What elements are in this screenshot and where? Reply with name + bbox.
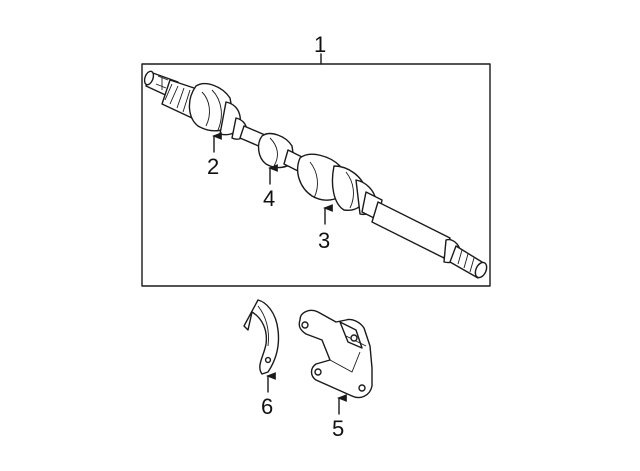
callout-4[interactable]: 4	[263, 186, 275, 211]
callout-6[interactable]: 6	[261, 394, 273, 419]
part-6-shield	[243, 299, 280, 375]
axle-shaft	[143, 70, 488, 279]
callout-3[interactable]: 3	[318, 228, 330, 253]
callout-2[interactable]: 2	[207, 154, 219, 179]
part-5-bracket	[298, 309, 373, 399]
callout-5[interactable]: 5	[332, 416, 344, 441]
assembly-frame	[141, 63, 491, 287]
callout-1[interactable]: 1	[314, 32, 326, 57]
